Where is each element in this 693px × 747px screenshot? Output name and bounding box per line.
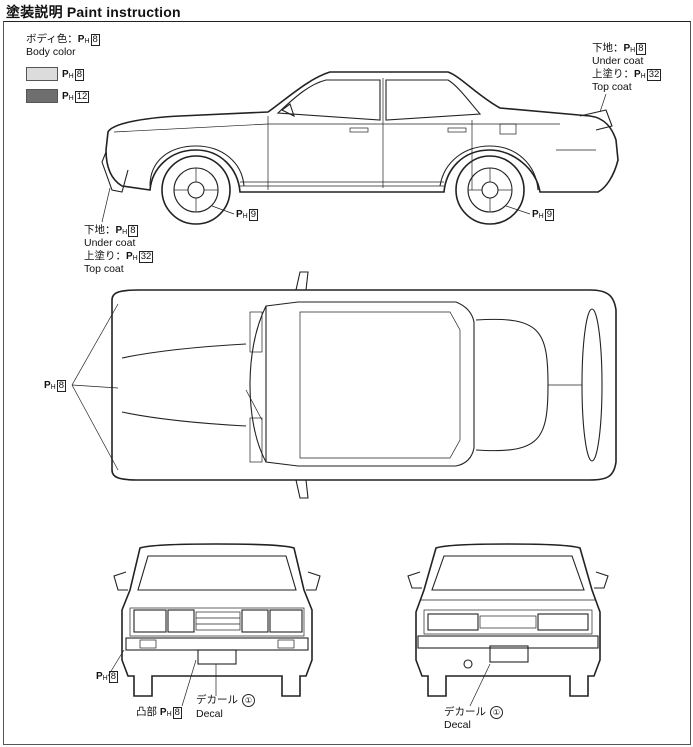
swatch-light <box>26 67 58 81</box>
rear-spoiler-top-en: Top coat <box>592 81 632 93</box>
diagram-frame <box>3 21 691 745</box>
body-color-label-en: Body color <box>26 46 76 58</box>
front-spoiler-under-en: Under coat <box>84 237 136 249</box>
swatch-dark <box>26 89 58 103</box>
rear-decal-en: Decal <box>444 719 471 731</box>
front-decal-en: Decal <box>196 708 223 720</box>
front-view-car <box>107 543 321 707</box>
page-title: 塗装説明 Paint instruction <box>6 4 181 20</box>
front-spoiler-top-en: Top coat <box>84 263 124 275</box>
top-view-car <box>71 271 617 499</box>
rear-spoiler-under-en: Under coat <box>592 55 644 67</box>
side-view-car <box>101 71 619 225</box>
rear-view-car <box>407 543 609 707</box>
